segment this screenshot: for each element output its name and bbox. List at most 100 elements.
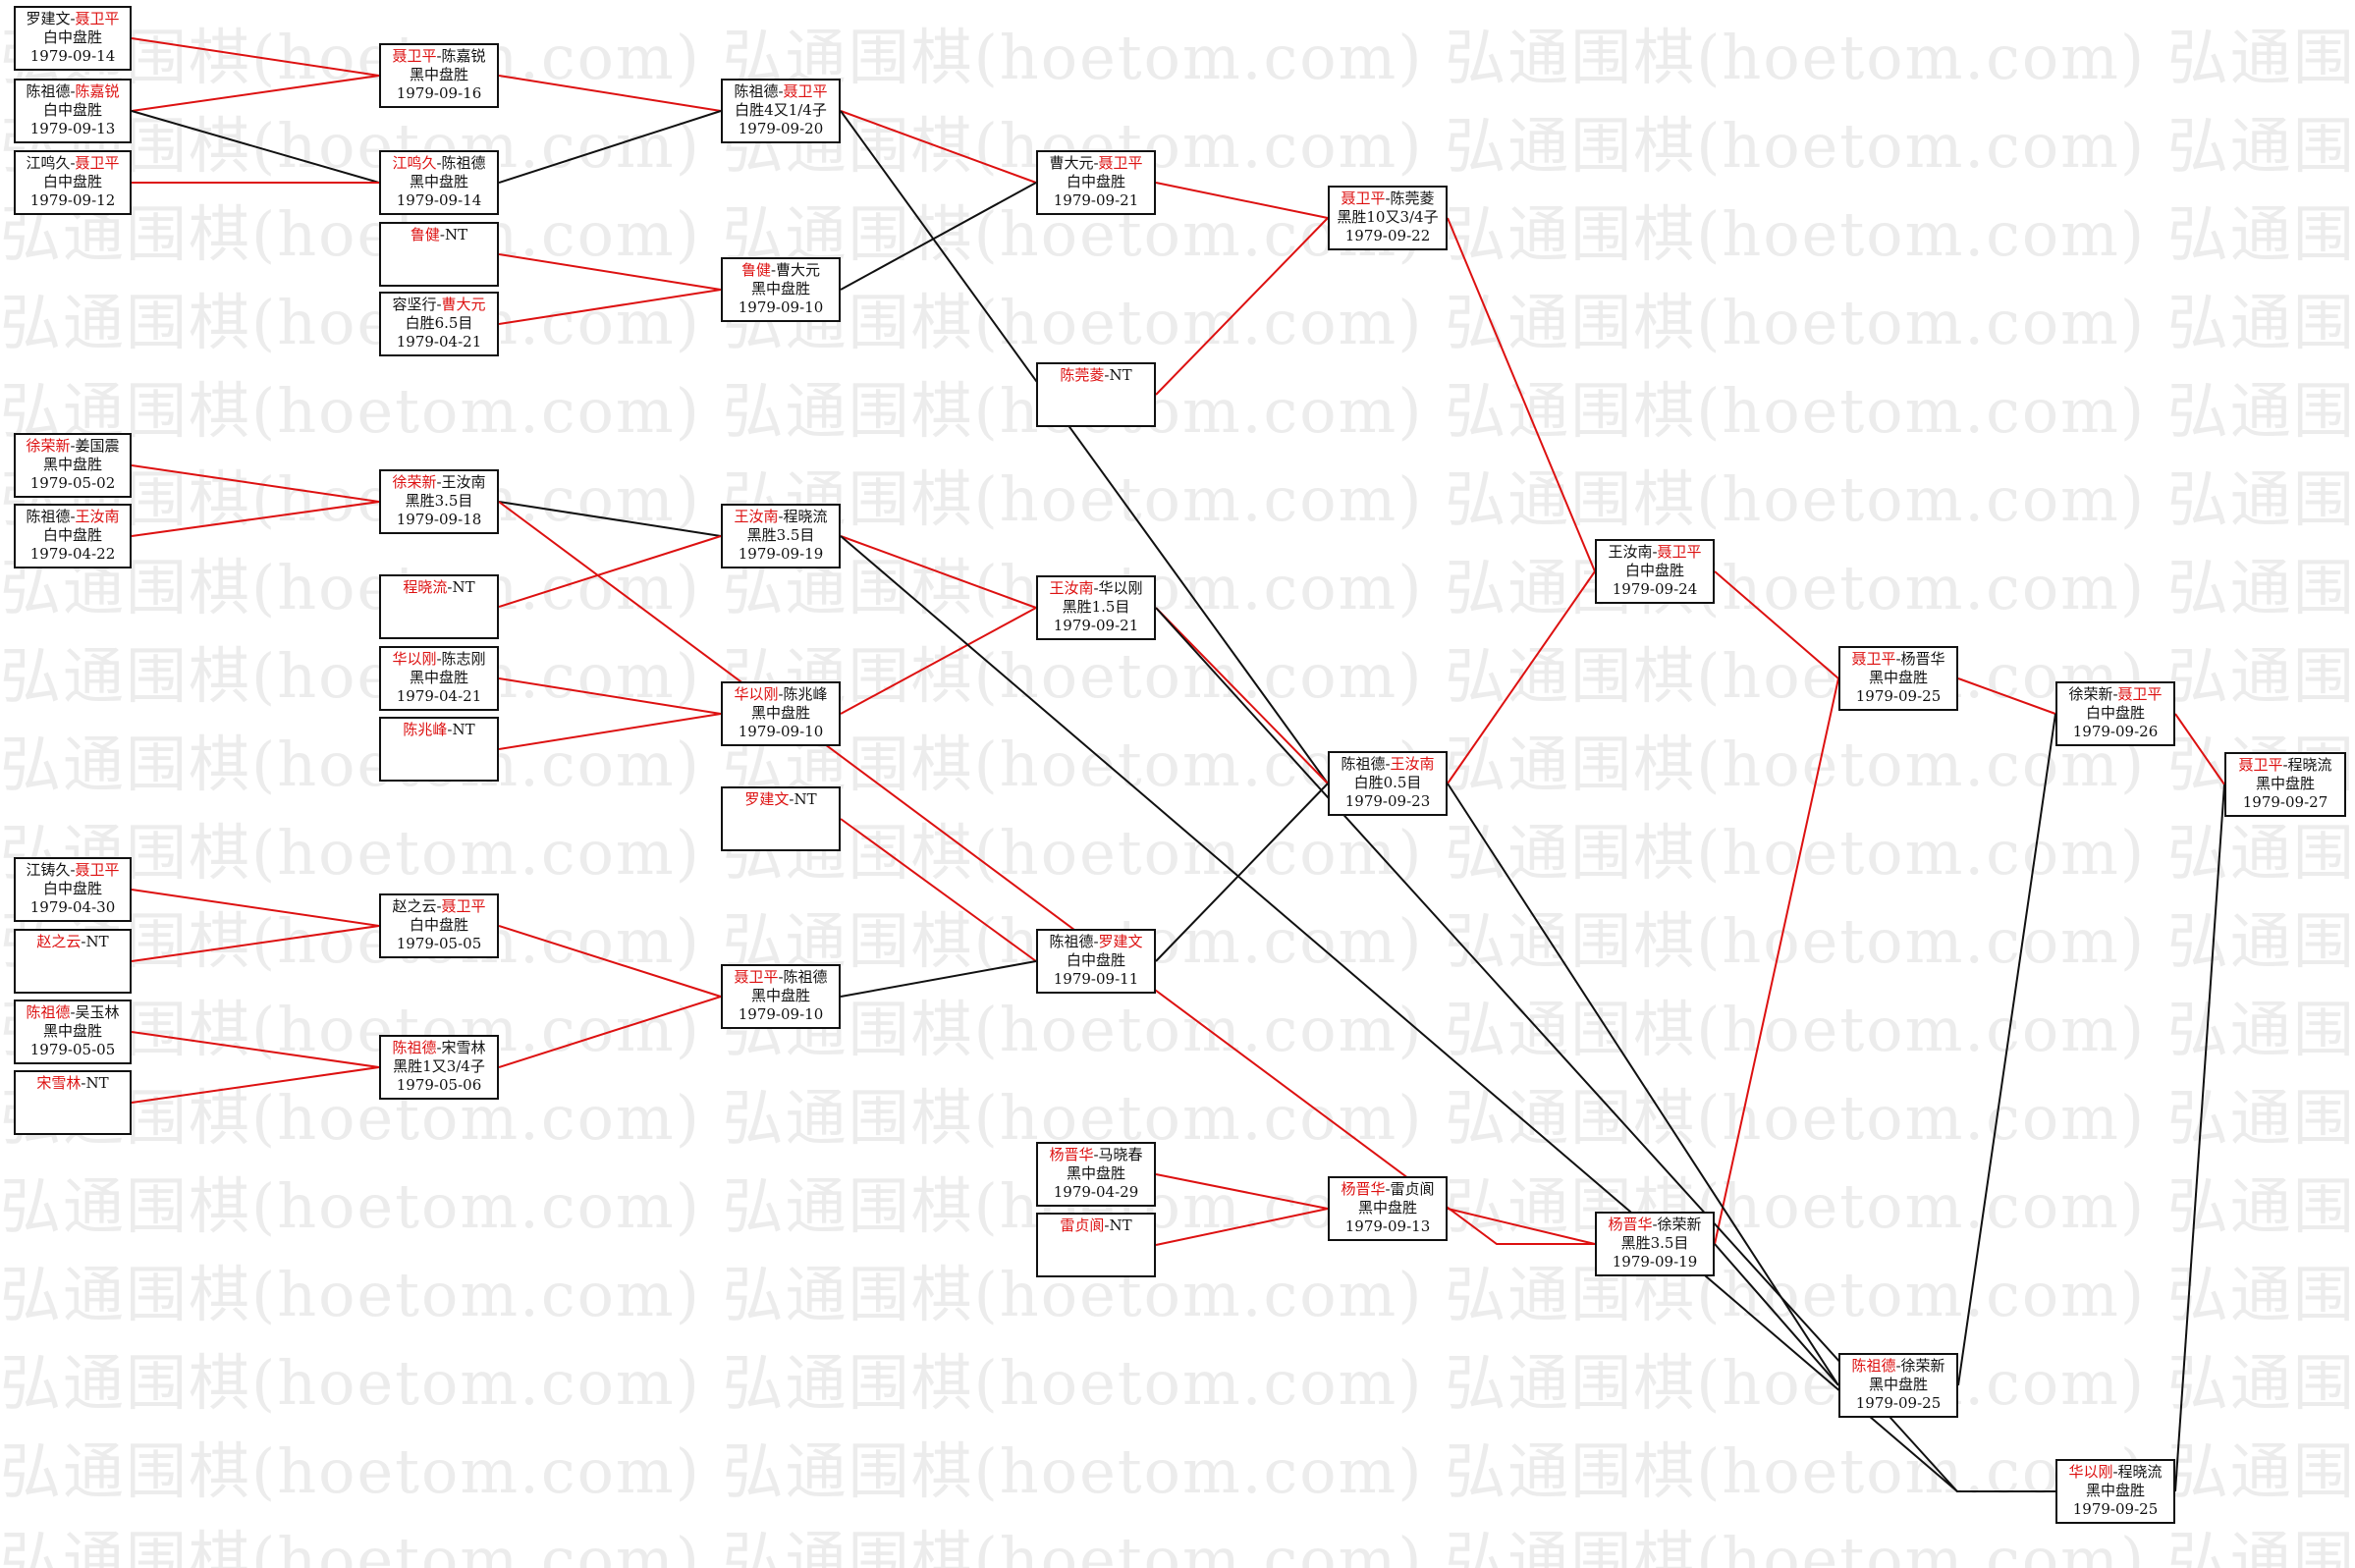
match-players: 程晓流-NT: [381, 578, 497, 597]
match-result: 白中盘胜: [1624, 562, 1684, 579]
black-player: 徐荣新: [2068, 685, 2113, 703]
white-player: NT: [452, 721, 475, 738]
match-date: 1979-04-21: [396, 687, 482, 705]
white-player: 徐荣新: [1900, 1357, 1945, 1375]
separator: -: [436, 47, 442, 65]
separator: -: [1385, 755, 1391, 773]
separator: -: [778, 82, 784, 100]
bracket-link: [498, 996, 722, 1068]
black-player: 雷贞阆: [1060, 1217, 1105, 1234]
white-player: 程晓流: [2117, 1463, 2163, 1481]
black-player: 华以刚: [392, 650, 437, 668]
black-player: 聂卫平: [1851, 650, 1896, 668]
white-player: 吴玉林: [75, 1003, 120, 1021]
black-player: 华以刚: [734, 685, 779, 703]
white-player: 聂卫平: [1657, 543, 1702, 561]
separator: -: [70, 437, 76, 455]
separator: -: [1104, 1217, 1110, 1234]
bracket-link: [131, 1031, 380, 1068]
match-result: 黑胜3.5目: [405, 492, 473, 510]
match-date: 1979-05-06: [396, 1076, 482, 1094]
match-result: 黑中盘胜: [409, 66, 468, 83]
black-player: 聂卫平: [392, 47, 437, 65]
separator: -: [2112, 1463, 2118, 1481]
bracket-link: [1155, 217, 1329, 396]
separator: -: [436, 650, 442, 668]
match-result: 黑中盘胜: [42, 456, 102, 473]
match-result: 黑胜3.5目: [746, 526, 815, 544]
bracket-link: [498, 75, 722, 112]
match-date: 1979-05-02: [29, 474, 116, 492]
bracket-link: [1447, 783, 1839, 1386]
white-player: 雷贞阆: [1390, 1180, 1435, 1198]
match-players: 陈祖德-徐荣新: [1840, 1357, 1956, 1376]
bracket-link: [1957, 713, 2056, 1386]
separator: -: [1093, 933, 1099, 950]
white-player: 王汝南: [441, 473, 486, 491]
bracket-link: [1447, 217, 1596, 572]
match-date: 1979-09-10: [738, 298, 824, 316]
match-players: 容坚行-曹大元: [381, 296, 497, 314]
match-node: 赵之云-NT: [14, 929, 132, 994]
match-players: 杨晋华-徐荣新: [1597, 1216, 1713, 1234]
match-node: 陈兆峰-NT: [379, 717, 499, 782]
match-date: 1979-09-19: [1612, 1253, 1698, 1271]
white-player: 陈嘉锐: [75, 82, 120, 100]
match-result: 白中盘胜: [2085, 704, 2145, 722]
separator: -: [778, 968, 784, 986]
match-result: 黑中盘胜: [750, 280, 810, 297]
bracket-link: [498, 535, 722, 608]
white-player: 聂卫平: [1098, 154, 1143, 172]
match-players: 聂卫平-程晓流: [2226, 756, 2344, 775]
white-player: 华以刚: [1098, 579, 1143, 597]
match-players: 鲁健-NT: [381, 226, 497, 244]
match-date: 1979-09-19: [738, 545, 824, 563]
match-players: 陈祖德-陈嘉锐: [16, 82, 130, 101]
separator: -: [70, 1003, 76, 1021]
bracket-link: [498, 253, 722, 291]
bracket-link: [1155, 607, 1329, 784]
match-result: 黑中盘胜: [1868, 669, 1928, 686]
match-result: 白中盘胜: [1066, 173, 1125, 190]
black-player: 徐荣新: [26, 437, 71, 455]
separator: -: [2282, 756, 2288, 774]
separator: -: [1093, 579, 1099, 597]
match-result: 黑中盘胜: [750, 987, 810, 1004]
match-date: 1979-04-30: [29, 898, 116, 916]
match-players: 王汝南-程晓流: [723, 508, 839, 526]
match-date: 1979-09-11: [1053, 970, 1139, 988]
match-players: 赵之云-聂卫平: [381, 897, 497, 916]
white-player: 杨晋华: [1900, 650, 1945, 668]
match-players: 王汝南-华以刚: [1038, 579, 1154, 598]
white-player: 王汝南: [1390, 755, 1435, 773]
match-result: 白中盘胜: [42, 28, 102, 46]
match-players: 罗建文-NT: [723, 790, 839, 809]
match-date: 1979-09-13: [29, 120, 116, 137]
white-player: 陈志刚: [441, 650, 486, 668]
separator: -: [770, 261, 777, 279]
bracket-link: [1155, 607, 2055, 1492]
match-result: 白胜4又1/4子: [735, 101, 827, 119]
match-date: 1979-09-10: [738, 1005, 824, 1023]
bracket-link: [1155, 783, 1329, 962]
white-player: 王汝南: [75, 508, 120, 525]
black-player: 聂卫平: [1341, 189, 1386, 207]
black-player: 罗建文: [744, 790, 790, 808]
black-player: 杨晋华: [1341, 1180, 1386, 1198]
match-node: 程晓流-NT: [379, 574, 499, 639]
white-player: NT: [85, 1074, 109, 1092]
